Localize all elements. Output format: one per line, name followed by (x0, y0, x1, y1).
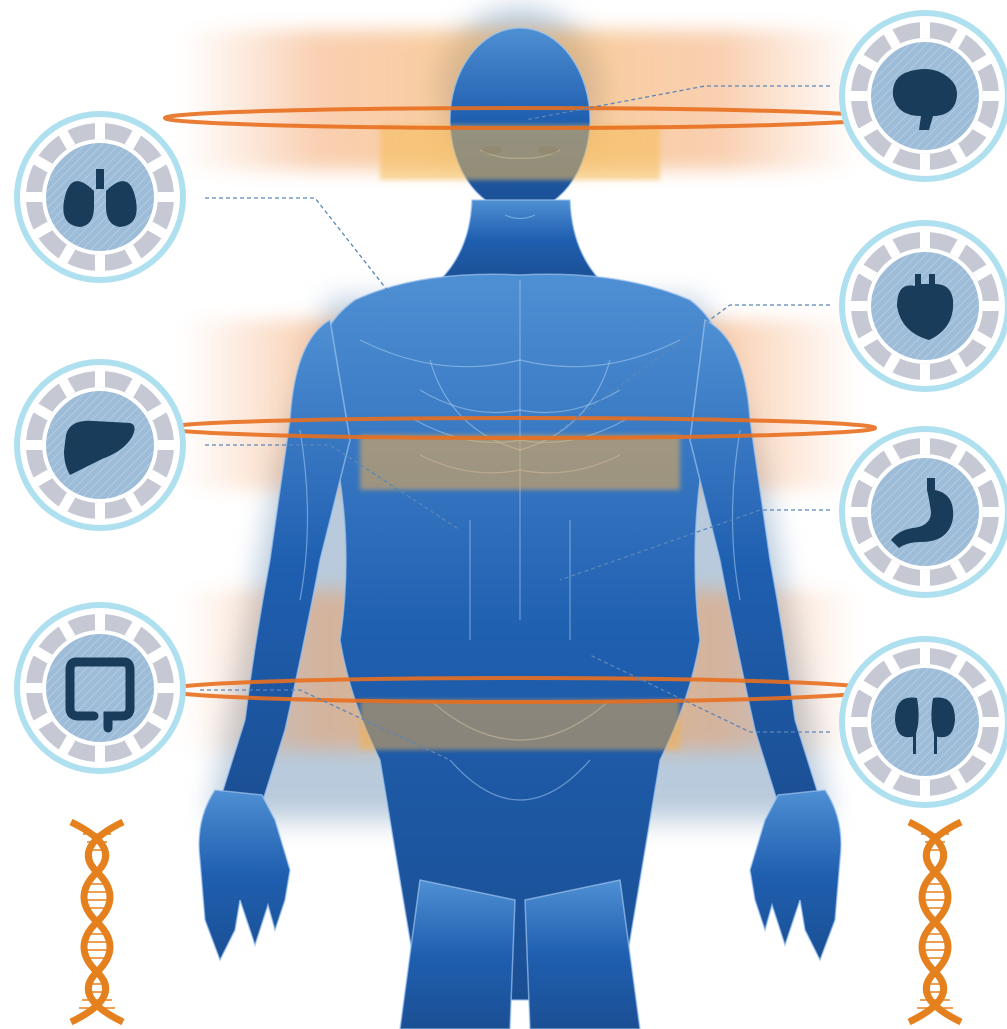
badge-intestines[interactable] (14, 602, 186, 774)
badge-brain[interactable] (839, 10, 1007, 182)
badge-heart[interactable] (839, 220, 1007, 392)
badge-lungs[interactable] (14, 111, 186, 283)
badge-stomach[interactable] (839, 426, 1007, 598)
badge-liver[interactable] (14, 359, 186, 531)
connector-lungs (205, 198, 395, 300)
dna-helix-icon (53, 822, 123, 1022)
dna-helix-right (909, 822, 961, 1022)
dna-helix-icon (909, 822, 961, 1022)
dna-helix-left (53, 822, 123, 1022)
badge-kidneys[interactable] (839, 636, 1007, 808)
